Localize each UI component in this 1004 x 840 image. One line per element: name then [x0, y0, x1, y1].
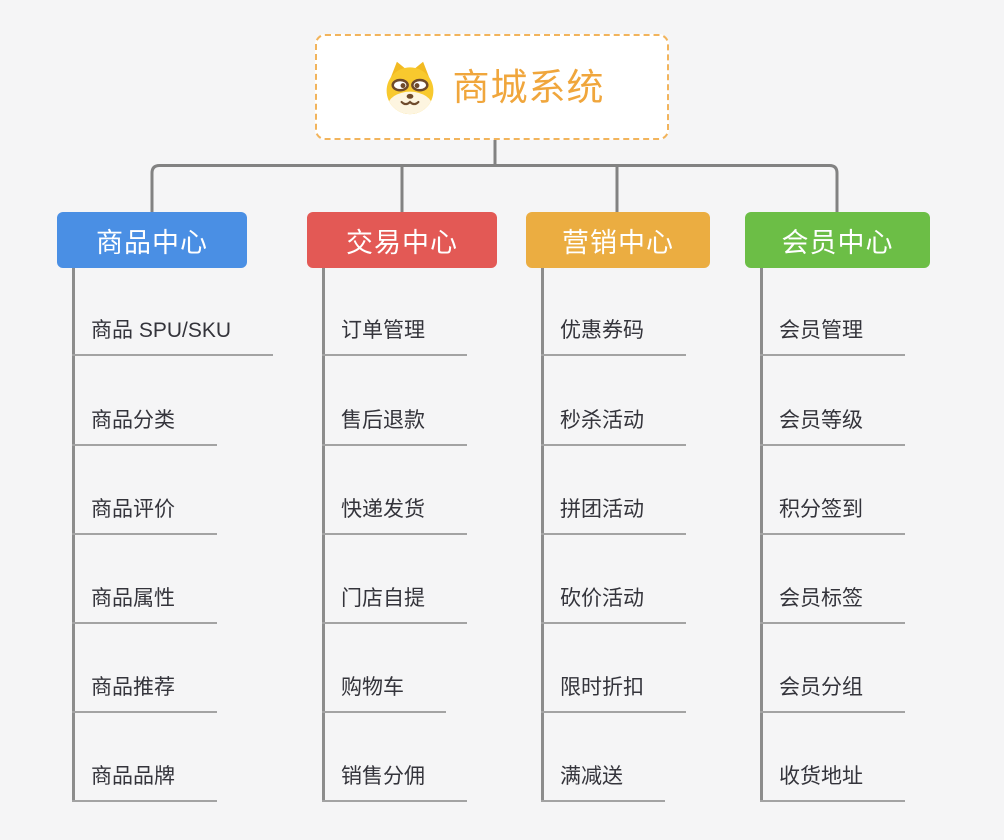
branch-product-center: 商品中心 商品 SPU/SKU 商品分类 商品评价 商品属性 商品推荐 商品品牌 [57, 212, 274, 812]
leaf-item-product-attribute[interactable]: 商品属性 [72, 584, 217, 624]
leaf-item-aftersale-refund[interactable]: 售后退款 [322, 406, 467, 446]
leaf-item-member-management[interactable]: 会员管理 [760, 316, 905, 356]
leaf-item-order-management[interactable]: 订单管理 [322, 316, 467, 356]
leaf-item-express-delivery[interactable]: 快递发货 [322, 495, 467, 535]
leaf-item-sales-commission[interactable]: 销售分佣 [322, 762, 467, 802]
leaf-item-product-brand[interactable]: 商品品牌 [72, 762, 217, 802]
branch-trade-center: 交易中心 订单管理 售后退款 快递发货 门店自提 购物车 销售分佣 [307, 212, 497, 812]
branch-member-center: 会员中心 会员管理 会员等级 积分签到 会员标签 会员分组 收货地址 [745, 212, 930, 812]
leaf-item-limited-time-discount[interactable]: 限时折扣 [541, 673, 686, 713]
leaf-item-member-group[interactable]: 会员分组 [760, 673, 905, 713]
dog-face-icon [386, 61, 433, 115]
leaf-item-product-category[interactable]: 商品分类 [72, 406, 217, 446]
root-title: 商城系统 [452, 66, 605, 108]
leaf-item-store-pickup[interactable]: 门店自提 [322, 584, 467, 624]
leaf-item-points-checkin[interactable]: 积分签到 [760, 495, 905, 535]
leaf-item-shipping-address[interactable]: 收货地址 [760, 762, 905, 802]
leaf-item-bargain-activity[interactable]: 砍价活动 [541, 584, 686, 624]
branch-header-product[interactable]: 商品中心 [57, 212, 247, 268]
leaf-item-member-tag[interactable]: 会员标签 [760, 584, 905, 624]
branch-header-member[interactable]: 会员中心 [745, 212, 930, 268]
branch-header-trade[interactable]: 交易中心 [307, 212, 497, 268]
leaf-item-full-reduction[interactable]: 满减送 [541, 762, 665, 802]
root-node[interactable]: 商城系统 [315, 34, 669, 140]
branch-header-marketing[interactable]: 营销中心 [526, 212, 710, 268]
leaf-item-group-buy[interactable]: 拼团活动 [541, 495, 686, 535]
leaf-item-product-spu-sku[interactable]: 商品 SPU/SKU [72, 316, 274, 356]
leaf-item-member-level[interactable]: 会员等级 [760, 406, 905, 446]
leaf-item-product-review[interactable]: 商品评价 [72, 495, 217, 535]
leaf-item-flash-sale[interactable]: 秒杀活动 [541, 406, 686, 446]
branch-marketing-center: 营销中心 优惠券码 秒杀活动 拼团活动 砍价活动 限时折扣 满减送 [526, 212, 710, 812]
leaf-item-product-recommend[interactable]: 商品推荐 [72, 673, 217, 713]
leaf-item-shopping-cart[interactable]: 购物车 [322, 673, 446, 713]
connector-lines [150, 139, 839, 212]
leaf-item-coupon-code[interactable]: 优惠券码 [541, 316, 686, 356]
